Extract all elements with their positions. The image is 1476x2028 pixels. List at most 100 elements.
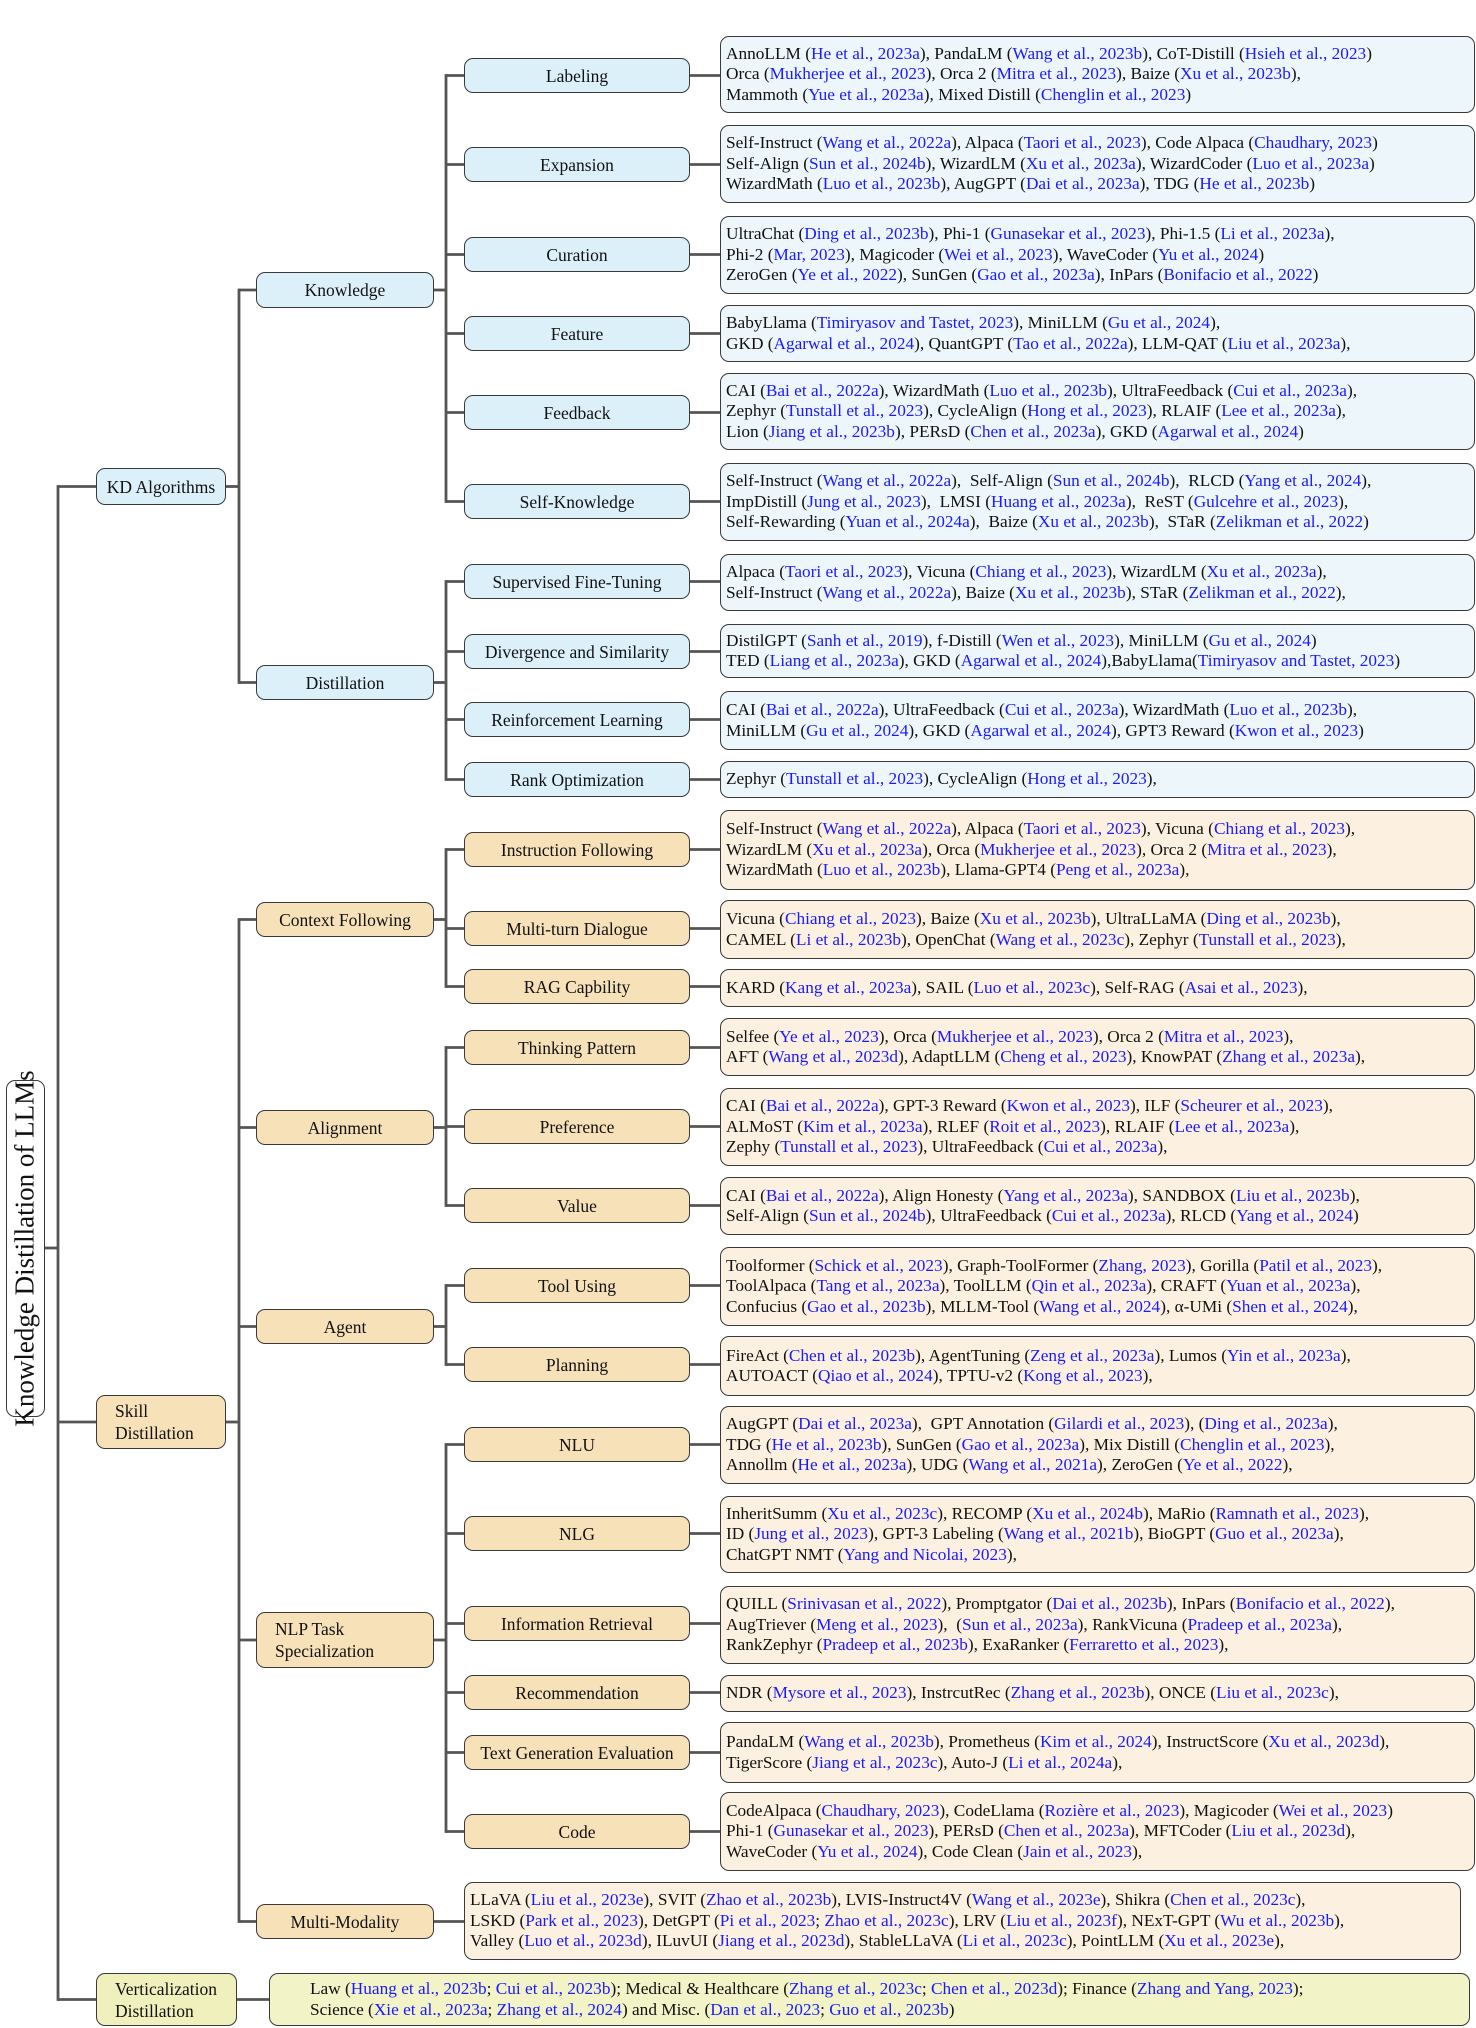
citation-link[interactable]: Cui et al., 2023a	[1233, 380, 1347, 400]
citation-link[interactable]: Zhao et al., 2023c	[824, 1910, 949, 1930]
citation-link[interactable]: Chen et al., 2023a	[1003, 1821, 1130, 1841]
citation-link[interactable]: Gu et al., 2024	[1208, 630, 1311, 650]
citation-link[interactable]: He et al., 2023a	[797, 1455, 907, 1475]
citation-link[interactable]: Xu et al., 2023b	[1179, 64, 1291, 84]
citation-link[interactable]: Jain et al., 2023	[1023, 1841, 1133, 1861]
citation-link[interactable]: Timiryasov and Tastet, 2023	[1197, 651, 1395, 670]
citation-link[interactable]: Gao et al., 2023b	[807, 1296, 926, 1316]
citation-link[interactable]: Taori et al., 2023	[1023, 819, 1141, 839]
citation-link[interactable]: Zhao et al., 2023b	[705, 1890, 832, 1910]
citation-link[interactable]: Qin et al., 2023a	[1031, 1276, 1147, 1296]
citation-link[interactable]: Wang et al., 2021a	[968, 1455, 1098, 1475]
citation-link[interactable]: Luo et al., 2023b	[822, 174, 941, 194]
citation-link[interactable]: Chiang et al., 2023	[784, 909, 916, 928]
citation-link[interactable]: Taori et al., 2023	[785, 562, 903, 581]
citation-link[interactable]: Liang et al., 2023a	[769, 651, 899, 670]
citation-link[interactable]: Ramnath et al., 2023	[1215, 1503, 1359, 1523]
citation-link[interactable]: Huang et al., 2023a	[990, 491, 1126, 511]
citation-link[interactable]: Shen et al., 2024	[1232, 1296, 1348, 1316]
citation-link[interactable]: Zhang et al., 2023a	[1222, 1047, 1356, 1066]
citation-link[interactable]: Ding et al., 2023a	[1204, 1414, 1328, 1434]
citation-link[interactable]: Yang et al., 2023a	[1003, 1185, 1128, 1205]
citation-link[interactable]: Gao et al., 2023a	[977, 265, 1095, 285]
citation-link[interactable]: Kim et al., 2023a	[802, 1116, 923, 1136]
citation-link[interactable]: Li et al., 2023a	[1220, 224, 1325, 244]
citation-link[interactable]: Cui et al., 2023a	[1004, 700, 1119, 719]
citation-link[interactable]: Qiao et al., 2024	[818, 1366, 933, 1385]
citation-link[interactable]: He et al., 2023b	[771, 1434, 882, 1454]
citation-link[interactable]: Xu et al., 2024b	[1032, 1503, 1143, 1523]
citation-link[interactable]: Lee et al., 2023a	[1174, 1116, 1290, 1136]
citation-link[interactable]: Wang et al., 2023e	[971, 1890, 1101, 1910]
citation-link[interactable]: Ye et al., 2023	[779, 1026, 879, 1046]
citation-link[interactable]: Asai et al., 2023	[1184, 977, 1298, 997]
citation-link[interactable]: Tunstall et al., 2023	[785, 769, 924, 789]
citation-link[interactable]: Zhang et al., 2024	[496, 1999, 622, 2019]
citation-link[interactable]: Xu et al., 2023c	[827, 1503, 938, 1523]
citation-link[interactable]: Chen et al., 2023c	[1170, 1890, 1296, 1910]
citation-link[interactable]: Wang et al., 2022a	[822, 133, 952, 153]
citation-link[interactable]: Bai et al., 2022a	[765, 700, 879, 719]
citation-link[interactable]: Guo et al., 2023a	[1215, 1524, 1334, 1544]
citation-link[interactable]: Chen et al., 2023d	[931, 1979, 1058, 1998]
citation-link[interactable]: Gulcehre et al., 2023	[1193, 491, 1339, 511]
citation-link[interactable]: Yue et al., 2023a	[808, 84, 924, 104]
citation-link[interactable]: Ferraretto et al., 2023	[1069, 1635, 1219, 1655]
citation-link[interactable]: Luo et al., 2023c	[973, 977, 1091, 997]
citation-link[interactable]: He et al., 2023b	[1199, 174, 1310, 194]
citation-link[interactable]: Bonifacio et al., 2022	[1235, 1594, 1385, 1614]
citation-link[interactable]: Mukherjee et al., 2023	[936, 1026, 1093, 1046]
citation-link[interactable]: Agarwal et al., 2024	[970, 720, 1111, 740]
citation-link[interactable]: Wang et al., 2023b	[1012, 43, 1143, 63]
citation-link[interactable]: Bai et al., 2022a	[765, 1185, 879, 1205]
citation-link[interactable]: He et al., 2023a	[810, 43, 920, 63]
citation-link[interactable]: Ding et al., 2023b	[804, 224, 929, 244]
citation-link[interactable]: Chenglin et al., 2023	[1180, 1434, 1325, 1454]
citation-link[interactable]: Mar, 2023	[773, 244, 845, 264]
citation-link[interactable]: Pradeep et al., 2023a	[1187, 1614, 1332, 1634]
citation-link[interactable]: Zelikman et al., 2022	[1188, 582, 1336, 602]
citation-link[interactable]: Gao et al., 2023a	[961, 1434, 1080, 1454]
citation-link[interactable]: Gunasekar et al., 2023	[990, 224, 1146, 244]
citation-link[interactable]: Xu et al., 2023b	[979, 909, 1091, 928]
citation-link[interactable]: Wang et al., 2022a	[822, 819, 952, 839]
citation-link[interactable]: Sanh et al., 2019	[806, 630, 923, 650]
citation-link[interactable]: Timiryasov and Tastet, 2023	[816, 313, 1014, 332]
citation-link[interactable]: Zeng et al., 2023a	[1030, 1345, 1155, 1365]
citation-link[interactable]: Hong et al., 2023	[1027, 401, 1147, 421]
citation-link[interactable]: Bonifacio et al., 2022	[1163, 265, 1313, 285]
citation-link[interactable]: Patil et al., 2023	[1259, 1255, 1372, 1275]
citation-link[interactable]: Dan et al., 2023	[710, 1999, 821, 2019]
citation-link[interactable]: Sun et al., 2024b	[1052, 471, 1170, 491]
citation-link[interactable]: Luo et al., 2023a	[1252, 153, 1369, 173]
citation-link[interactable]: Scheurer et al., 2023	[1180, 1096, 1323, 1116]
citation-link[interactable]: Mitra et al., 2023	[996, 64, 1117, 84]
citation-link[interactable]: Chen et al., 2023a	[970, 421, 1096, 441]
citation-link[interactable]: Ye et al., 2022	[1182, 1455, 1283, 1475]
citation-link[interactable]: Mitra et al., 2023	[1207, 839, 1327, 859]
citation-link[interactable]: Rozière et al., 2023	[1044, 1800, 1180, 1820]
citation-link[interactable]: Mukherjee et al., 2023	[769, 64, 926, 84]
citation-link[interactable]: Yang et al., 2024	[1236, 1206, 1353, 1225]
citation-link[interactable]: Wang et al., 2024	[1039, 1296, 1161, 1316]
citation-link[interactable]: Li et al., 2023b	[795, 929, 902, 949]
citation-link[interactable]: Schick et al., 2023	[814, 1255, 943, 1275]
citation-link[interactable]: Luo et al., 2023b	[989, 380, 1108, 400]
citation-link[interactable]: Liu et al., 2023d	[1231, 1821, 1346, 1841]
citation-link[interactable]: Xu et al., 2023d	[1268, 1732, 1380, 1751]
citation-link[interactable]: Ye et al., 2022	[797, 265, 898, 285]
citation-link[interactable]: Jung et al., 2023	[807, 491, 921, 511]
citation-link[interactable]: Srinivasan et al., 2022	[787, 1594, 942, 1614]
citation-link[interactable]: Dai et al., 2023a	[1025, 174, 1140, 194]
citation-link[interactable]: Chiang et al., 2023	[1213, 819, 1345, 839]
citation-link[interactable]: Gunasekar et al., 2023	[773, 1821, 929, 1841]
citation-link[interactable]: Xu et al., 2023b	[1037, 512, 1149, 532]
citation-link[interactable]: Yang et al., 2024	[1244, 471, 1362, 491]
citation-link[interactable]: Agarwal et al., 2024	[773, 333, 915, 353]
citation-link[interactable]: Huang et al., 2023b	[350, 1979, 487, 1998]
citation-link[interactable]: Meng et al., 2023	[816, 1614, 938, 1634]
citation-link[interactable]: Cheng et al., 2023	[1000, 1047, 1127, 1066]
citation-link[interactable]: Jiang et al., 2023c	[812, 1752, 938, 1772]
citation-link[interactable]: Xu et al., 2023e	[1164, 1931, 1275, 1951]
citation-link[interactable]: Tunstall et al., 2023	[780, 1137, 918, 1157]
